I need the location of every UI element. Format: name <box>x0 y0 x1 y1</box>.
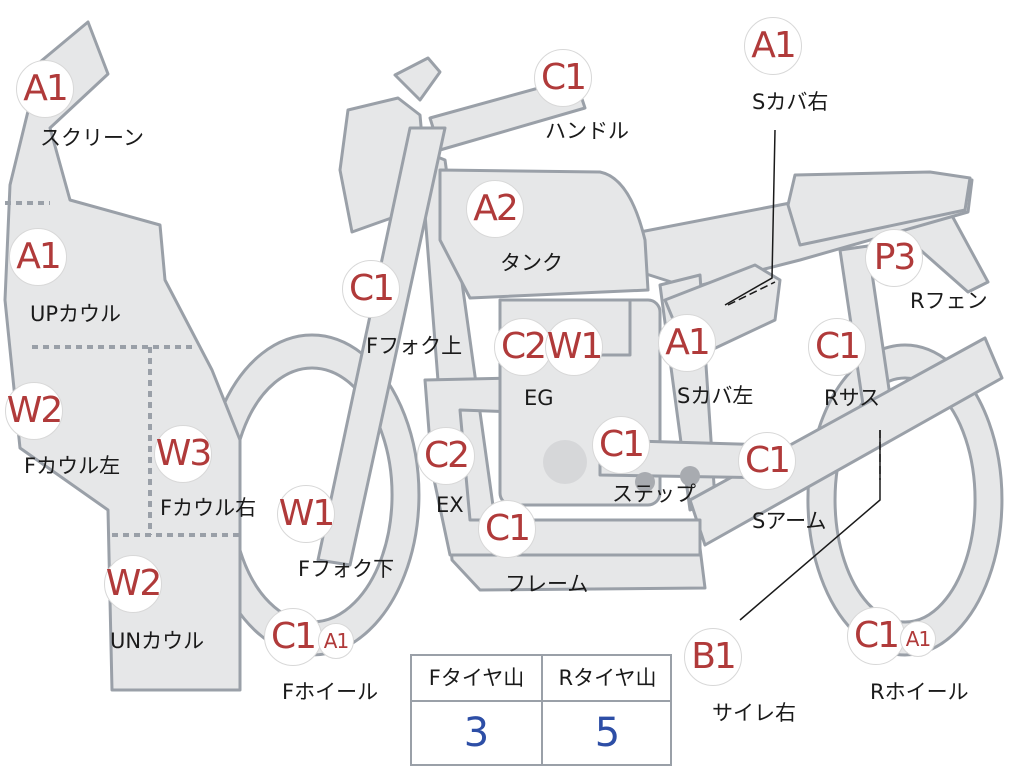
f-wheel-label: Fホイール <box>282 680 379 704</box>
r-wheel-grade2-badge: A1 <box>900 621 936 657</box>
step-label: ステップ <box>612 482 696 506</box>
silencer-right-grade-badge: B1 <box>684 628 742 686</box>
eg-label: EG <box>524 386 554 410</box>
screen-label: スクリーン <box>40 126 144 150</box>
s-cover-right-leader-dash <box>727 281 776 306</box>
f-wheel-grade-badge: C1 <box>264 608 322 666</box>
front-tire-header: Fタイヤ山 <box>412 656 541 702</box>
tank-shape <box>438 168 650 300</box>
s-cover-right-leader <box>724 129 776 306</box>
handle-grade-badge: C1 <box>534 49 592 107</box>
un-cowl-grade-badge: W2 <box>104 555 162 613</box>
r-fender-label: Rフェン <box>910 289 988 313</box>
r-fender-grade-badge: P3 <box>865 229 923 287</box>
step-peg-left-shape <box>635 472 655 492</box>
s-arm-grade-badge: C1 <box>738 432 796 490</box>
f-cowl-right-label: Fカウル右 <box>160 496 257 520</box>
f-cowl-left-label: Fカウル左 <box>24 454 121 478</box>
frame-label: フレーム <box>505 572 589 596</box>
front-tire-value: 3 <box>463 710 490 756</box>
screen-grade-badge: A1 <box>16 60 74 118</box>
eg-grade-badge: C2 <box>494 318 552 376</box>
f-wheel-grade2-badge: A1 <box>318 623 354 659</box>
f-fork-lower-grade-badge: W1 <box>277 485 335 543</box>
tank-label: タンク <box>500 251 563 275</box>
r-sus-grade-badge: C1 <box>808 318 866 376</box>
f-cowl-left-grade-badge: W2 <box>5 382 63 440</box>
fork-top-shape <box>393 56 442 102</box>
r-wheel-label: Rホイール <box>870 680 969 704</box>
r-sus-label: Rサス <box>824 386 881 410</box>
rear-tire-header: Rタイヤ山 <box>543 656 672 702</box>
silencer-right-leader <box>739 430 881 621</box>
s-cover-left-label: Sカバ左 <box>677 384 754 408</box>
frame-grade-badge: C1 <box>478 500 536 558</box>
cowl-shape <box>3 20 242 692</box>
s-arm-label: Sアーム <box>752 509 827 533</box>
r-wheel-grade-badge: C1 <box>847 607 905 665</box>
f-cowl-right-grade-badge: W3 <box>154 425 212 483</box>
eg-grade2-badge: W1 <box>545 318 603 376</box>
tail-shape <box>786 170 972 247</box>
step-grade-badge: C1 <box>592 416 650 474</box>
front-tire-column: Fタイヤ山 3 <box>412 656 543 764</box>
engine-cover-shape <box>543 440 587 484</box>
up-cowl-grade-badge: A1 <box>9 228 67 286</box>
ex-grade-badge: C2 <box>417 427 475 485</box>
tank-grade-badge: A2 <box>466 180 524 238</box>
silencer-right-label: サイレ右 <box>712 701 796 725</box>
f-fork-lower-label: Fフォク下 <box>298 557 395 581</box>
f-fork-upper-grade-badge: C1 <box>342 260 400 318</box>
f-fork-upper-label: Fフォク上 <box>366 334 463 358</box>
step-peg-right-shape <box>680 466 700 486</box>
rear-tire-value: 5 <box>594 710 621 756</box>
s-cover-left-grade-badge: A1 <box>658 314 716 372</box>
s-cover-right-grade-badge: A1 <box>744 17 802 75</box>
s-cover-right-label: Sカバ右 <box>752 90 829 114</box>
handle-label: ハンドル <box>545 119 629 143</box>
ex-label: EX <box>436 493 464 517</box>
front-fork-shape <box>316 126 447 567</box>
un-cowl-label: UNカウル <box>110 629 205 653</box>
tire-tread-table: Fタイヤ山 3 Rタイヤ山 5 <box>410 654 672 766</box>
rear-tire-column: Rタイヤ山 5 <box>543 656 672 764</box>
up-cowl-label: UPカウル <box>30 302 122 326</box>
